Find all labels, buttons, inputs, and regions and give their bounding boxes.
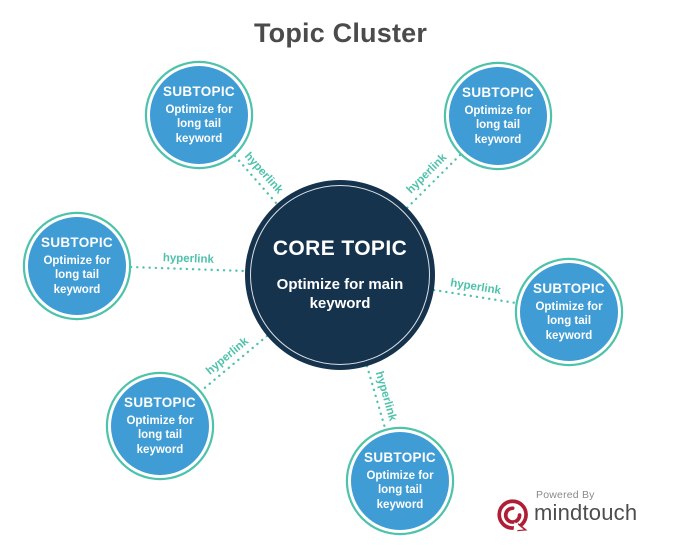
subtopic-title: SUBTOPIC <box>462 84 534 100</box>
mindtouch-logo-icon <box>497 499 528 532</box>
subtopic-desc: Optimize for long tail keyword <box>535 300 603 342</box>
core-topic-node: CORE TOPIC Optimize for main keyword <box>245 180 435 370</box>
diagram-title: Topic Cluster <box>253 18 428 48</box>
subtopic-title: SUBTOPIC <box>533 280 605 296</box>
mindtouch-branding: Powered By mindtouch <box>494 487 664 539</box>
hyperlink-label: hyperlink <box>162 252 215 266</box>
subtopic-node-bottom: SUBTOPIC Optimize for long tail keyword <box>351 432 449 530</box>
core-topic-subtitle: Optimize for main keyword <box>276 275 404 313</box>
subtopic-node-left: SUBTOPIC Optimize for long tail keyword <box>28 217 126 315</box>
subtopic-node-top-right: SUBTOPIC Optimize for long tail keyword <box>449 67 547 165</box>
subtopic-node-bottom-left: SUBTOPIC Optimize for long tail keyword <box>111 377 209 475</box>
core-topic-title: CORE TOPIC <box>272 236 408 260</box>
connector-line-top-right <box>405 153 462 210</box>
subtopic-title: SUBTOPIC <box>163 83 235 99</box>
connector-line-right <box>432 288 518 305</box>
subtopic-node-top-left: SUBTOPIC Optimize for long tail keyword <box>150 66 248 164</box>
subtopic-title: SUBTOPIC <box>364 449 436 465</box>
subtopic-desc: Optimize for long tail keyword <box>366 469 434 511</box>
subtopic-desc: Optimize for long tail keyword <box>464 104 532 146</box>
subtopic-title: SUBTOPIC <box>41 234 113 250</box>
connector-line-bottom-left <box>199 334 269 393</box>
subtopic-title: SUBTOPIC <box>124 394 196 410</box>
mindtouch-wordmark: mindtouch <box>534 500 638 525</box>
subtopic-desc: Optimize for long tail keyword <box>126 414 194 456</box>
subtopic-desc: Optimize for long tail keyword <box>43 254 111 296</box>
subtopic-node-right: SUBTOPIC Optimize for long tail keyword <box>520 263 618 361</box>
powered-by-label: Powered By <box>536 489 595 501</box>
connector-line-left <box>129 265 247 273</box>
subtopic-desc: Optimize for long tail keyword <box>165 103 233 145</box>
connector-line-top-left <box>233 154 279 206</box>
connector-line-bottom <box>365 364 387 430</box>
